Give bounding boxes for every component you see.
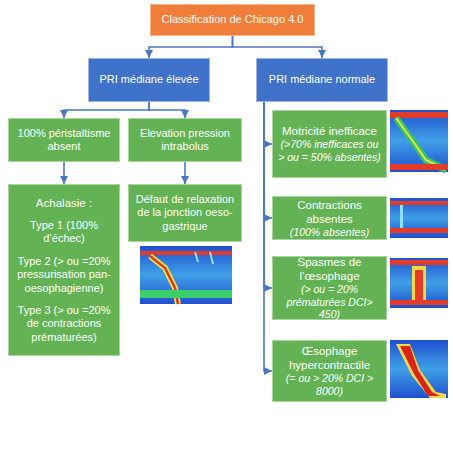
plot-band xyxy=(412,266,426,302)
manometry-plot xyxy=(390,110,448,172)
node-body: Type 2 (> ou =20% pressurisation pan-oes… xyxy=(13,255,115,295)
criterion-box: Elevation pression intrabolus xyxy=(128,118,242,162)
category-box: PRI médiane normale xyxy=(256,58,388,102)
plot-band xyxy=(396,118,446,170)
plot-band xyxy=(396,344,446,398)
plot-band xyxy=(390,300,448,305)
plot-band xyxy=(396,118,446,170)
node-body: Type 3 (> ou =20% de contractions prémat… xyxy=(13,304,115,344)
diagnosis-box: Œsophage hypercontractile(= ou > 20% DCI… xyxy=(272,340,387,402)
manometry-plot xyxy=(390,258,448,308)
plot-band xyxy=(390,201,448,205)
node-heading: PRI médiane normale xyxy=(269,73,375,86)
node-heading: Œsophage hypercontractile xyxy=(277,344,382,372)
connector-arrow xyxy=(184,162,186,184)
category-box: PRI médiane élevée xyxy=(88,58,210,102)
connector-arrow xyxy=(149,102,185,118)
plot-background xyxy=(390,198,448,238)
plot-band xyxy=(140,251,232,255)
plot-band xyxy=(140,290,232,298)
manometry-plot xyxy=(390,340,448,398)
diagnosis-box: Contractions absentes(100% absentes) xyxy=(272,196,387,240)
manometry-plot xyxy=(140,246,232,304)
plot-band xyxy=(390,260,448,265)
connector-arrow xyxy=(264,102,272,144)
plot-streak xyxy=(400,205,403,228)
diagnosis-box: Défaut de relaxation de la jonction oeso… xyxy=(128,184,242,242)
plot-background xyxy=(390,340,448,398)
manometry-plot xyxy=(390,198,448,238)
plot-band xyxy=(400,346,440,396)
diagnosis-box: Achalasie : Type 1 (100% d’échec) Type 2 (… xyxy=(8,184,120,356)
node-heading: Contractions absentes xyxy=(277,198,382,226)
title-box: Classification de Chicago 4.0 xyxy=(150,4,315,36)
node-body: Type 1 (100% d’échec) xyxy=(13,219,115,246)
criterion-box: 100% péristaltisme absent xyxy=(8,118,120,162)
node-heading: Classification de Chicago 4.0 xyxy=(162,13,304,26)
node-body: (>70% inefficaces ou > ou = 50% absentes… xyxy=(277,138,382,164)
connector-arrow xyxy=(149,36,233,58)
plot-background xyxy=(140,246,232,304)
node-body: (> ou = 20% prématurées DCI> 450) xyxy=(277,283,382,321)
node-heading: Motricité inefficace xyxy=(282,124,377,138)
node-body: (100% absentes) xyxy=(290,226,369,239)
plot-background xyxy=(390,110,448,172)
node-heading: Spasmes de l’œsophage xyxy=(277,255,382,283)
connector-arrow xyxy=(64,102,149,118)
node-body: (= ou > 20% DCI > 8000) xyxy=(277,372,382,398)
plot-band xyxy=(390,164,448,170)
node-heading: Achalasie : xyxy=(36,196,92,210)
node-heading: PRI médiane élevée xyxy=(99,73,198,86)
connector-arrow xyxy=(264,102,272,371)
node-heading: Défaut de relaxation de la jonction oeso… xyxy=(133,193,237,233)
connector-arrow xyxy=(264,102,272,288)
diagnosis-box: Spasmes de l’œsophage(> ou = 20% prématu… xyxy=(272,256,387,320)
plot-band xyxy=(415,270,423,300)
node-heading: Elevation pression intrabolus xyxy=(133,127,237,154)
plot-background xyxy=(390,258,448,308)
plot-streak xyxy=(195,252,213,264)
connector-arrow xyxy=(264,102,272,218)
diagnosis-box: Motricité inefficace(>70% inefficaces ou… xyxy=(272,110,387,178)
plot-band xyxy=(390,228,448,233)
connector-arrow xyxy=(233,36,323,58)
connector-arrow xyxy=(63,162,65,184)
node-heading: 100% péristaltisme absent xyxy=(13,127,115,154)
